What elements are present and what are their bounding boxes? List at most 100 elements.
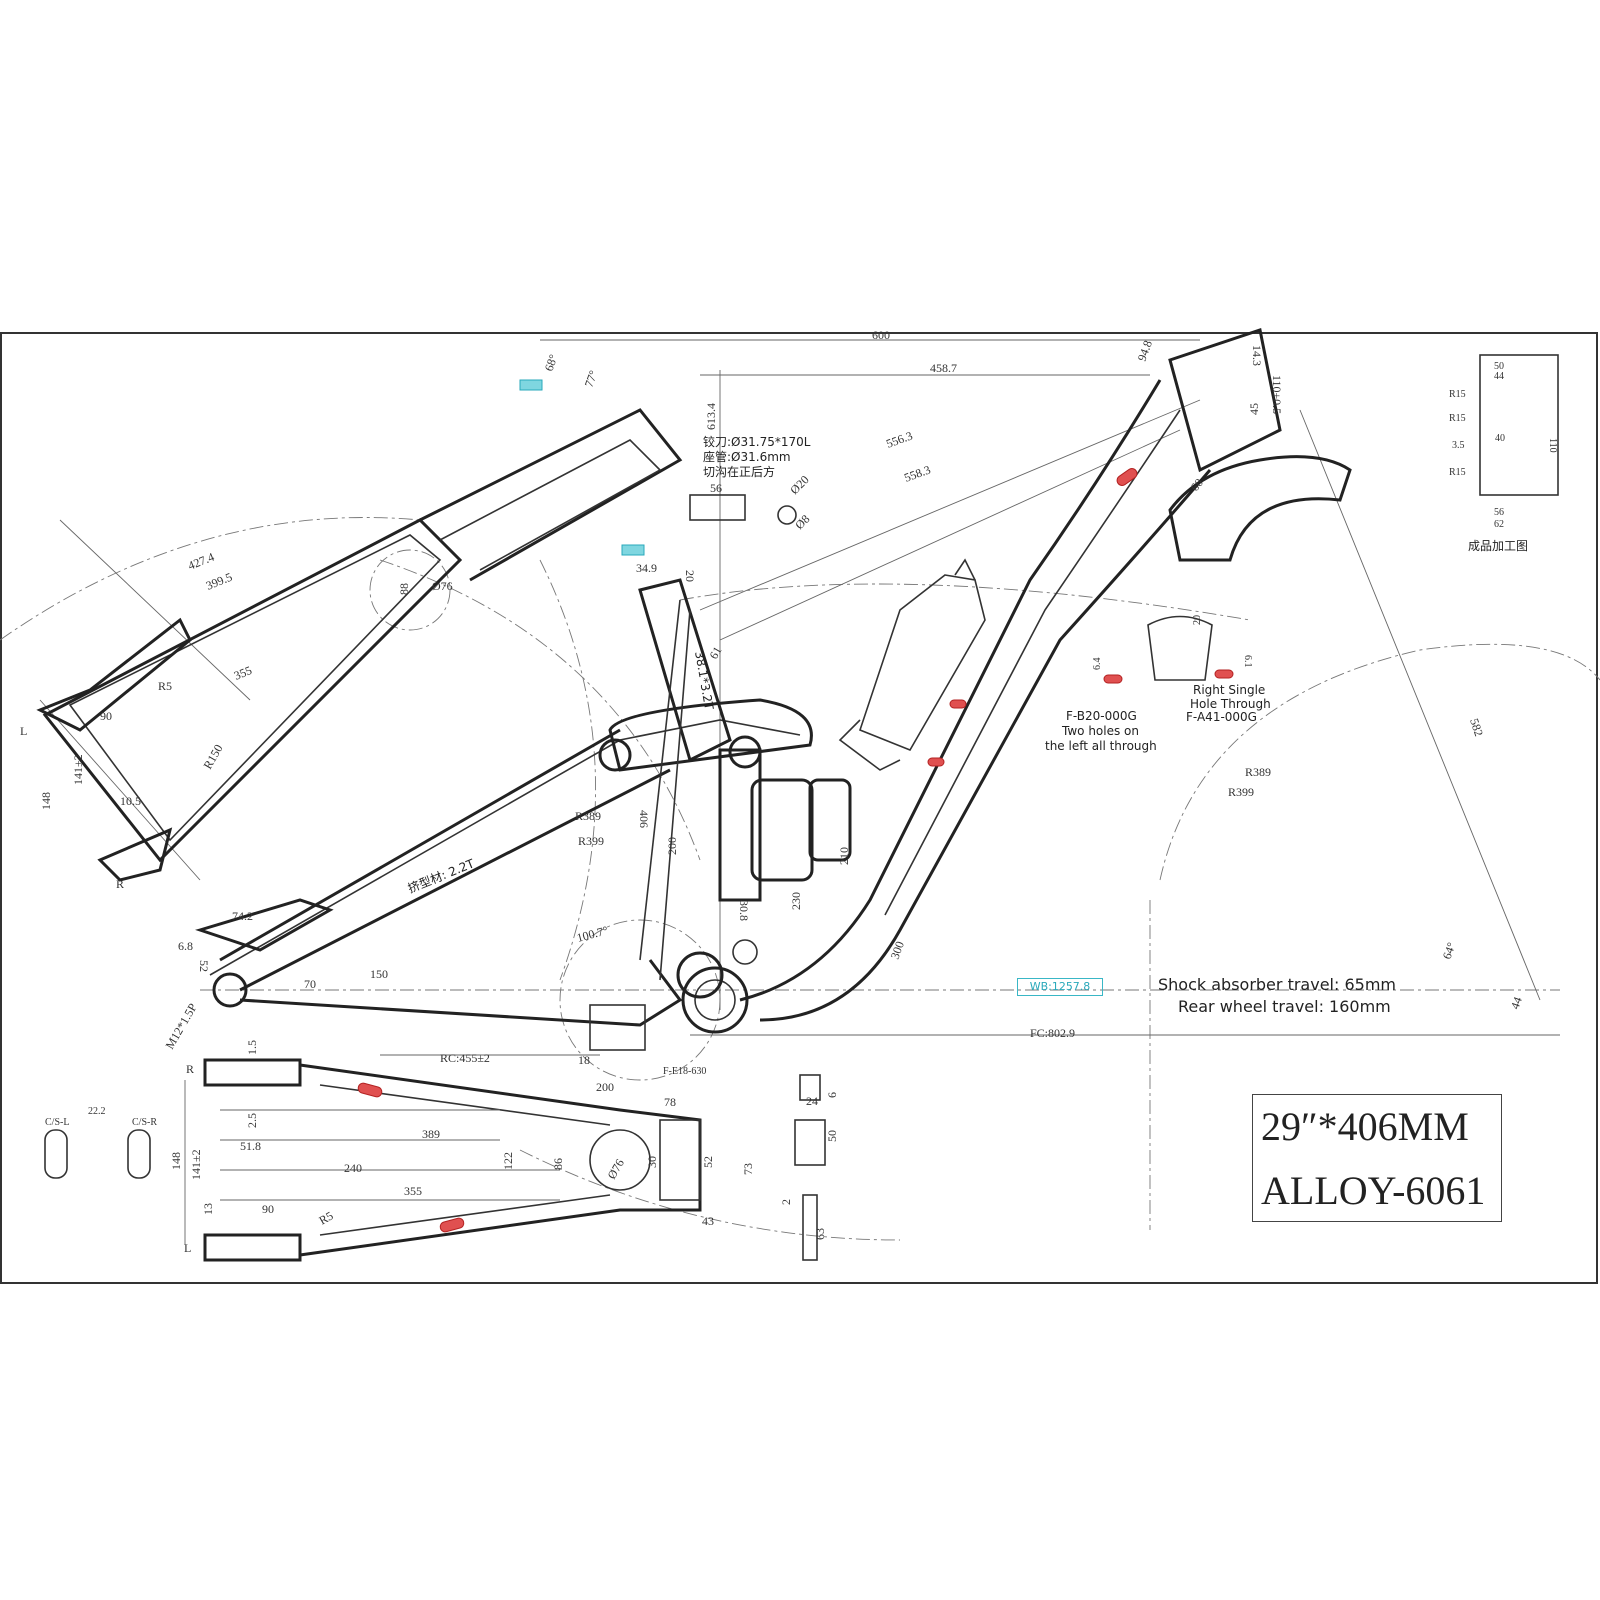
dim-52: 52: [197, 960, 211, 972]
dim-52-plan: 52: [701, 1156, 715, 1168]
dim-88: 88: [397, 583, 411, 595]
dim-50b: 50: [1494, 361, 1504, 372]
dim-64b: 6.4: [1092, 658, 1103, 671]
dim-63: 63: [813, 1228, 827, 1240]
dim-613: 613.4: [704, 403, 718, 430]
dim-r389-right: R389: [1245, 765, 1271, 779]
dim-355-plan: 355: [404, 1184, 422, 1198]
note-right-insert-desc-2: Hole Through: [1190, 697, 1271, 711]
dim-r5-plan: R5: [317, 1208, 336, 1227]
dim-rc: RC:455±2: [440, 1051, 490, 1065]
dim-74: 74.2: [232, 909, 253, 923]
rear-triangle-side-view: [42, 408, 801, 1027]
dim-458: 458.7: [930, 361, 957, 375]
dim-558: 558.3: [902, 462, 932, 484]
dim-18: 18: [578, 1053, 590, 1067]
wheel-size-title: 29″*406MM: [1261, 1104, 1469, 1149]
dim-141: 141±2: [71, 754, 85, 785]
dim-r150: R150: [200, 742, 225, 772]
note-slot: 切沟在正后方: [703, 464, 775, 479]
note-left-insert-desc-1: Two holes on: [1061, 724, 1139, 738]
dim-61b: 6.1: [1242, 655, 1253, 668]
hardware-parts: [44, 354, 1559, 1261]
dim-518: 51.8: [240, 1139, 261, 1153]
dim-308: 30.8: [737, 900, 751, 921]
dim-389: 389: [422, 1127, 440, 1141]
dim-50: 50: [825, 1130, 839, 1142]
dim-556: 556.3: [884, 428, 914, 450]
dim-240: 240: [344, 1161, 362, 1175]
dim-300: 300: [888, 939, 907, 961]
note-left-insert-desc-2: the left all through: [1045, 739, 1157, 753]
note-bb-code: F-E18-630: [663, 1066, 706, 1077]
dim-100-angle: 100.7°: [575, 923, 610, 945]
dim-399: 399.5: [204, 570, 234, 593]
dim-35: 3.5: [1452, 440, 1465, 451]
dim-56b: 56: [1494, 507, 1504, 518]
label-cs-l: C/S-L: [45, 1117, 69, 1128]
water-bottle: [838, 558, 986, 771]
dim-r399-right: R399: [1228, 785, 1254, 799]
dim-15: 1.5: [245, 1040, 259, 1055]
dim-20b: 20: [683, 570, 697, 582]
main-frame: [676, 328, 1352, 1034]
dim-6: 6: [825, 1092, 839, 1098]
notes: 铰刀:Ø31.75*170L 座管:Ø31.6mm 切沟在正后方 挤型材: 2.…: [406, 434, 1529, 1077]
dim-r399: R399: [578, 834, 604, 848]
dropout-details: [36, 617, 646, 1051]
dim-45: 45: [1247, 403, 1261, 415]
dim-73: 73: [741, 1163, 755, 1175]
dim-141-plan: 141±2: [189, 1149, 203, 1180]
dim-14: 14.3: [1250, 345, 1264, 366]
title-block: 29″*406MM ALLOY-6061: [1252, 1094, 1502, 1222]
wheel-circles: [0, 517, 1600, 1241]
note-finish-drawing: 成品加工图: [1468, 539, 1528, 553]
dim-13: 13: [201, 1203, 215, 1215]
dim-77-angle: 77°: [582, 368, 601, 389]
dim-30: 30: [645, 1156, 659, 1168]
dim-200-plan: 200: [596, 1080, 614, 1094]
dim-222: 22.2: [88, 1106, 106, 1117]
dim-148: 148: [39, 792, 53, 810]
dim-90-plan: 90: [262, 1202, 274, 1216]
dim-582: 582: [1467, 717, 1486, 738]
dim-406: 406: [637, 810, 651, 828]
drawing-sheet-border: [0, 332, 1598, 1284]
dim-94: 94.8: [1135, 339, 1155, 364]
dim-90: 90: [100, 709, 112, 723]
dim-86: 86: [551, 1158, 565, 1170]
dim-r5: R5: [158, 679, 172, 693]
dim-r15c: R15: [1449, 467, 1466, 478]
note-seat-tube: 座管:Ø31.6mm: [703, 449, 791, 464]
dim-r389: R389: [575, 809, 601, 823]
dim-r15: R15: [1449, 389, 1466, 400]
dim-68: 6.8: [178, 939, 193, 953]
dim-105: 10.5: [120, 794, 141, 808]
label-l-side: L: [20, 724, 27, 738]
dim-110: 110±0.5: [1270, 375, 1284, 414]
label-l-plan: L: [184, 1241, 191, 1255]
dim-20c: 20: [1192, 615, 1203, 625]
dim-d76: Ø76: [432, 579, 453, 593]
dim-78: 78: [664, 1095, 676, 1109]
dim-d76-plan: Ø76: [604, 1157, 626, 1182]
dimension-lines: [39, 339, 1560, 1056]
wheelbase-badge: WB:1257.8: [1017, 978, 1103, 996]
dim-150: 150: [370, 967, 388, 981]
dim-56: 56: [710, 481, 722, 495]
dim-25: 2.5: [245, 1113, 259, 1128]
dim-110b: 110: [1547, 438, 1558, 453]
dim-230: 230: [789, 892, 803, 910]
dim-44b: 44: [1494, 371, 1504, 382]
dim-61: 61: [706, 644, 724, 661]
dim-62: 62: [1494, 519, 1504, 530]
material-title: ALLOY-6061: [1261, 1168, 1486, 1213]
dim-200: 200: [665, 837, 679, 855]
dim-2: 2: [779, 1199, 793, 1205]
label-r-plan: R: [186, 1062, 194, 1076]
note-reamer: 铰刀:Ø31.75*170L: [703, 434, 811, 449]
rear-travel-note: Rear wheel travel: 160mm: [1178, 997, 1391, 1016]
label-cs-r: C/S-R: [132, 1117, 157, 1128]
dim-600: 600: [872, 328, 890, 342]
dim-d20: Ø20: [787, 473, 812, 498]
